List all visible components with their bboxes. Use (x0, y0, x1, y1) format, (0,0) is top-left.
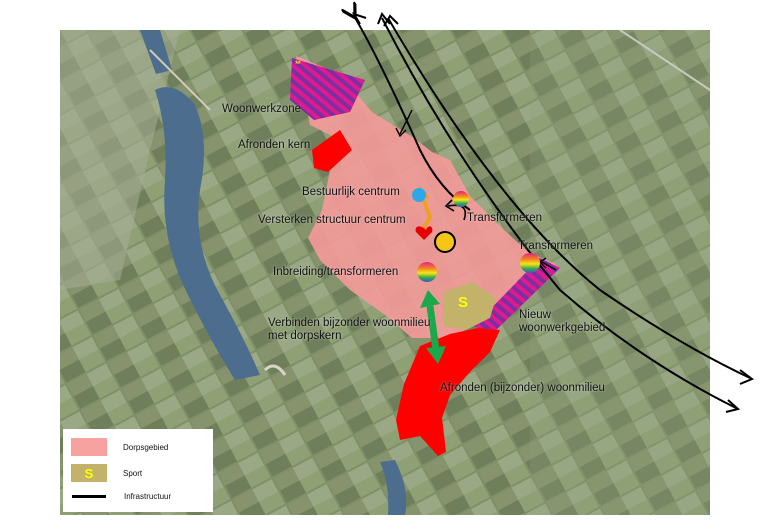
heart-icon (415, 226, 433, 240)
afronden-woonmilieu-zone (396, 328, 500, 456)
label-nieuw-woonwerkgebied: Nieuw woonwerkgebied (519, 309, 606, 334)
legend-swatch-dorpsgebied (71, 438, 107, 456)
rainbow-marker-bestuurlijk (453, 191, 469, 207)
stars-marker: ** (295, 59, 301, 69)
label-verbinden-woonmilieu: Verbinden bijzonder woonmilieu met dorps… (268, 317, 431, 342)
woonwerkzone-zone (290, 58, 365, 120)
map-legend: Dorpsgebied S Sport Infrastructuur (63, 429, 213, 512)
label-inbreiding-transformeren: Inbreiding/transformeren (273, 266, 399, 278)
legend-item-infrastructuur: Infrastructuur (71, 486, 171, 506)
legend-swatch-sport: S (71, 464, 107, 482)
infrastructuur-line-a-arrow (351, 12, 367, 25)
infrastructuur-line-c (387, 17, 751, 379)
bestuurlijk-centrum-marker (412, 188, 426, 202)
legend-label-infrastructuur: Infrastructuur (124, 491, 172, 501)
centrum-circle-marker (434, 231, 456, 253)
verbinden-arrow (420, 290, 446, 364)
infrastructuur-line-a (354, 16, 471, 211)
label-bestuurlijk-centrum: Bestuurlijk centrum (302, 186, 400, 198)
label-versterken-structuur-centrum: Versterken structuur centrum (258, 214, 406, 226)
transformeren-strip (474, 258, 560, 334)
label-afronden-woonmilieu: Afronden (bijzonder) woonmilieu (440, 382, 605, 394)
sport-s-marker: S (458, 294, 469, 311)
label-woonwerkzone: Woonwerkzone (222, 103, 302, 115)
label-transformeren-1: Transformeren (467, 212, 542, 224)
legend-item-sport: S Sport (71, 463, 142, 483)
label-afronden-kern: Afronden kern (238, 139, 311, 151)
legend-item-dorpsgebied: Dorpsgebied (71, 437, 168, 457)
sport-zone (444, 282, 496, 330)
transformeren-arrow (447, 204, 467, 221)
bestuurlijk-centrum-arrow (420, 199, 433, 232)
legend-label-dorpsgebied: Dorpsgebied (123, 442, 169, 452)
label-transformeren-2: Transformeren (518, 240, 593, 252)
arrow-to-zone (399, 109, 413, 135)
afronden-kern-zone (312, 130, 352, 172)
rainbow-marker-transformeren (520, 253, 540, 273)
infrastructuur-line-b (381, 17, 737, 409)
rainbow-marker-inbreiding (417, 262, 437, 282)
legend-swatch-infrastructuur (72, 494, 106, 498)
legend-label-sport: Sport (123, 468, 143, 478)
